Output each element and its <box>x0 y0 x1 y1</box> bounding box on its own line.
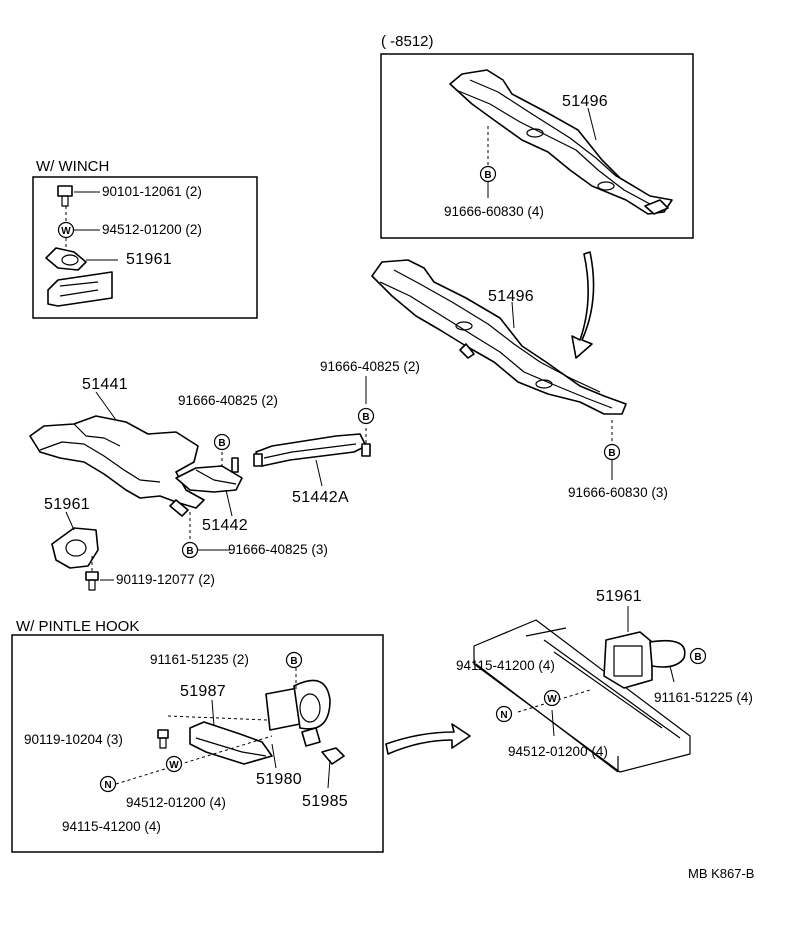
part-90119-10204: 90119-10204 (3) <box>24 732 123 747</box>
svg-text:N: N <box>104 780 111 791</box>
part-51961-left: 51961 <box>44 496 90 513</box>
bolt-90119-12077 <box>85 571 99 591</box>
part-51961-right: 51961 <box>596 588 642 605</box>
part-91666-40825-2-left: 91666-40825 (2) <box>178 393 278 408</box>
winch-hardware <box>45 185 118 307</box>
svg-text:B: B <box>290 656 297 667</box>
bolt-symbol-upper: B <box>479 165 497 183</box>
diagram-code: MB K867-B <box>688 866 755 881</box>
bolt-symbol-51442: B <box>181 541 199 559</box>
svg-text:N: N <box>500 710 507 721</box>
bolt-symbol-pintle: B <box>285 651 303 669</box>
part-51496-main: 51496 <box>488 288 534 305</box>
bracket-51442 <box>175 457 243 493</box>
bolt-symbol-51441: B <box>213 433 231 451</box>
part-94512-01200-4-pintle: 94512-01200 (4) <box>126 795 226 810</box>
plate-51961-right <box>603 631 686 689</box>
washer-symbol-right: W <box>543 689 561 707</box>
svg-text:B: B <box>186 546 193 557</box>
svg-text:W: W <box>169 760 179 771</box>
part-91666-60830-4: 91666-60830 (4) <box>444 204 544 219</box>
nut-symbol-right: N <box>495 705 513 723</box>
pintle-title: W/ PINTLE HOOK <box>16 618 140 635</box>
bolt-symbol-right: B <box>689 647 707 665</box>
svg-text:B: B <box>694 652 701 663</box>
part-94512-01200-2: 94512-01200 (2) <box>102 222 202 237</box>
part-51980: 51980 <box>256 771 302 788</box>
crossmember-upper <box>449 69 673 215</box>
washer-symbol-winch: W <box>57 221 75 239</box>
winch-box <box>32 176 258 319</box>
upper-range-label: ( -8512) <box>381 33 434 50</box>
part-51442A: 51442A <box>292 489 349 506</box>
pintle-box <box>11 634 384 853</box>
svg-text:B: B <box>362 412 369 423</box>
part-51442: 51442 <box>202 517 248 534</box>
svg-text:W: W <box>547 694 557 705</box>
pintle-hook-assembly <box>157 679 345 765</box>
part-51496-upper: 51496 <box>562 93 608 110</box>
part-91161-51235: 91161-51235 (2) <box>150 652 249 667</box>
upper-inset-box <box>380 53 694 239</box>
svg-text:B: B <box>218 438 225 449</box>
part-51985: 51985 <box>302 793 348 810</box>
nut-symbol-pintle: N <box>99 775 117 793</box>
bracket-51442A <box>253 433 371 467</box>
svg-text:W: W <box>61 226 71 237</box>
part-51441: 51441 <box>82 376 128 393</box>
part-91666-40825-2-right: 91666-40825 (2) <box>320 359 420 374</box>
winch-title: W/ WINCH <box>36 158 110 175</box>
crossmember-main <box>371 259 627 415</box>
part-51987: 51987 <box>180 683 226 700</box>
part-91666-60830-3: 91666-60830 (3) <box>568 485 668 500</box>
svg-text:B: B <box>608 448 615 459</box>
part-91666-40825-3: 91666-40825 (3) <box>228 542 328 557</box>
part-90101-12061: 90101-12061 (2) <box>102 184 202 199</box>
bolt-symbol-51442A: B <box>357 407 375 425</box>
part-90119-12077: 90119-12077 (2) <box>116 572 215 587</box>
hook-51961-left <box>51 527 99 569</box>
plate-51441 <box>29 415 205 517</box>
part-94512-01200-4-right: 94512-01200 (4) <box>508 744 608 759</box>
down-arrow <box>571 251 595 359</box>
right-arrow <box>385 723 471 755</box>
part-94115-41200-pintle: 94115-41200 (4) <box>62 819 161 834</box>
part-51961-winch: 51961 <box>126 251 172 268</box>
bolt-symbol-main: B <box>603 443 621 461</box>
washer-symbol-pintle: W <box>165 755 183 773</box>
svg-text:B: B <box>484 170 491 181</box>
frame-rail <box>473 619 691 773</box>
part-91161-51225: 91161-51225 (4) <box>654 690 753 705</box>
part-94115-41200-right: 94115-41200 (4) <box>456 658 555 673</box>
